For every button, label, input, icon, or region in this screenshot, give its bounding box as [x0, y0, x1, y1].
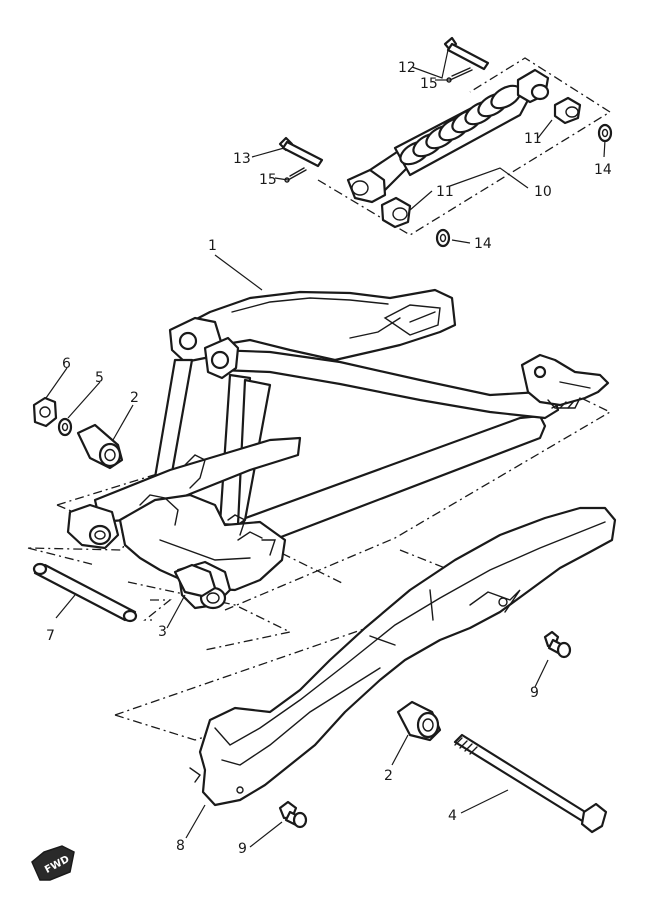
case-bolt-lower: [278, 800, 308, 829]
callout-9-lower: 9: [238, 841, 247, 857]
rear-arm: [93, 288, 610, 610]
pivot-washer: [57, 417, 73, 437]
cotter-pin-lower: [284, 167, 307, 183]
callout-2-lower: 2: [384, 768, 393, 784]
callout-1: 1: [208, 238, 217, 254]
callout-9-upper: 9: [530, 685, 539, 701]
callout-3: 3: [158, 624, 167, 640]
callout-11-lower: 11: [436, 184, 454, 200]
pivot-bushing-left: [76, 423, 124, 470]
shock-spring: [399, 84, 522, 166]
callout-14-lower: 14: [474, 236, 492, 252]
callout-7: 7: [46, 628, 55, 644]
washer-upper: [597, 123, 613, 143]
callout-8: 8: [176, 838, 185, 854]
pivot-collar: [173, 563, 217, 598]
callout-6: 6: [62, 356, 71, 372]
fwd-arrow-icon: FWD: [31, 845, 75, 881]
callout-13: 13: [233, 151, 251, 167]
cotter-pin-upper: [446, 67, 473, 83]
pivot-bushing-right: [396, 700, 442, 742]
callout-5: 5: [95, 370, 104, 386]
shock-bushing-upper: [553, 96, 582, 125]
pivot-boss-left: [66, 503, 120, 550]
callout-15-lower: 15: [259, 172, 277, 188]
callout-2-upper: 2: [130, 390, 139, 406]
chain-case: [189, 506, 617, 807]
leader-lines: [45, 49, 606, 848]
washer-lower: [435, 228, 451, 248]
callouts: 1 2 2 3 4 5 6 7 8 9 9 10 11 11 12 13 14 …: [46, 60, 612, 857]
callout-14-upper: 14: [594, 162, 612, 178]
callout-10: 10: [534, 184, 552, 200]
shock-bolt-upper: [443, 36, 490, 71]
pivot-bolt: [453, 733, 608, 834]
shock-bushing-lower: [380, 196, 412, 229]
pivot-shaft: [32, 562, 138, 623]
case-bolt-upper: [543, 630, 572, 659]
callout-4: 4: [448, 808, 457, 824]
callout-12: 12: [398, 60, 416, 76]
callout-11-upper: 11: [524, 131, 542, 147]
callout-15-upper: 15: [420, 76, 438, 92]
pivot-nut: [32, 396, 58, 428]
shock-bolt-lower: [278, 136, 324, 168]
rear-shock-absorber: [346, 68, 550, 204]
